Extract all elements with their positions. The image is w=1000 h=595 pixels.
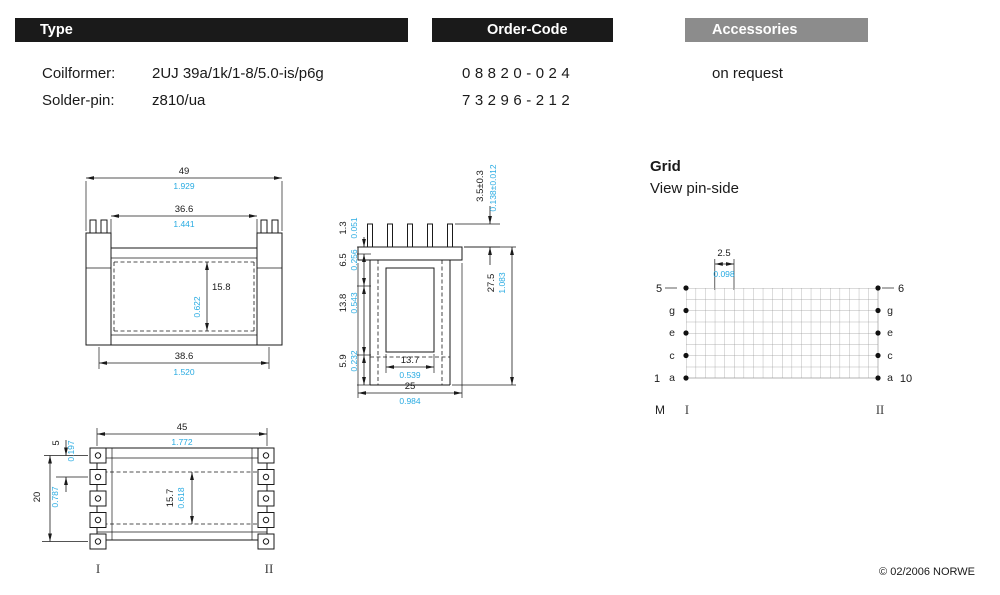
grid-row-letter-right-e: e <box>887 327 893 339</box>
order-code-header-bar: Order-Code <box>432 18 613 42</box>
dim-front-49-mm: 49 <box>179 166 190 177</box>
dim-side-pin-mm: 3.5±0.3 <box>475 170 486 202</box>
top-view-drawing: 45 1.772 <box>32 422 275 576</box>
grid-section-subtitle: View pin-side <box>650 180 739 197</box>
dim-side-25-in: 0.984 <box>399 396 421 406</box>
coilformer-order-code: 08820-024 <box>462 65 575 82</box>
dim-side-275-in: 1.083 <box>497 272 507 294</box>
grid-pitch-in: 0.098 <box>713 269 735 279</box>
grid-row-letter-left-e: e <box>669 327 675 339</box>
dim-top-157-in: 0.618 <box>176 487 186 509</box>
dim-front-366-mm: 36.6 <box>175 204 194 215</box>
dim-side-65-mm: 6.5 <box>338 253 349 266</box>
dim-side-25-mm: 25 <box>405 381 416 392</box>
grid-pin-10: 10 <box>900 373 912 385</box>
top-view-right-pins <box>257 447 275 550</box>
grid-area <box>686 288 878 378</box>
dim-side-137-mm: 13.7 <box>401 355 420 366</box>
dim-top-45-in: 1.772 <box>171 437 193 447</box>
dim-side-275-mm: 27.5 <box>486 274 497 293</box>
top-view-left-pins <box>89 447 107 550</box>
front-view-drawing: 49 1.929 36.6 1.441 <box>85 166 283 377</box>
grid-marker-section-2: II <box>876 403 884 417</box>
pin-grid-drawing: 2.5 0.098 5 1 6 10 g e c <box>654 248 912 417</box>
dim-top-20-in: 0.787 <box>50 486 60 508</box>
type-header-bar: Type <box>15 18 408 42</box>
top-view-section-2: II <box>265 561 274 576</box>
coilformer-label: Coilformer: <box>42 65 116 82</box>
grid-pin-6: 6 <box>898 283 904 295</box>
solder-pin-value: z810/ua <box>152 92 206 109</box>
dim-side-13-mm: 1.3 <box>338 221 349 234</box>
grid-section-title: Grid <box>650 158 681 175</box>
dim-top-5-mm: 5 <box>51 440 62 445</box>
dim-top-45-mm: 45 <box>177 422 188 433</box>
dim-front-49-in: 1.929 <box>173 181 195 191</box>
grid-row-letter-right-a: a <box>887 372 893 384</box>
grid-row-letter-right-c: c <box>887 350 892 362</box>
grid-row-letter-left-a: a <box>669 372 675 384</box>
order-code-header-label: Order-Code <box>487 22 568 38</box>
top-view-section-1: I <box>96 561 100 576</box>
dim-top-20-mm: 20 <box>32 492 43 503</box>
solder-pin-label: Solder-pin: <box>42 92 115 109</box>
grid-row-letter-right-g: g <box>887 305 893 317</box>
dim-side-pin-in: 0.138±0.012 <box>488 164 498 211</box>
solder-pin-order-code: 73296-212 <box>462 92 575 109</box>
side-view-drawing: 3.5±0.3 0.138±0.012 1.3 0.051 6.5 0.256 … <box>338 164 516 406</box>
accessories-header-bar: Accessories <box>685 18 868 42</box>
dim-front-158-mm: 15.8 <box>212 282 231 293</box>
grid-pitch-mm: 2.5 <box>717 248 730 259</box>
dim-side-137-in: 0.539 <box>399 370 421 380</box>
dim-side-59-mm: 5.9 <box>338 354 349 367</box>
dim-front-386-in: 1.520 <box>173 367 195 377</box>
type-header-label: Type <box>40 22 73 38</box>
grid-row-letter-left-c: c <box>669 350 674 362</box>
grid-marker-m: M <box>655 403 665 417</box>
dim-front-386-mm: 38.6 <box>175 351 194 362</box>
coilformer-value: 2UJ 39a/1k/1-8/5.0-is/p6g <box>152 65 324 82</box>
grid-pin-dots <box>683 285 881 381</box>
grid-pin-1: 1 <box>654 373 660 385</box>
grid-row-letter-left-g: g <box>669 305 675 317</box>
dim-side-59-in: 0.232 <box>349 350 359 372</box>
accessories-value: on request <box>712 65 783 82</box>
accessories-header-label: Accessories <box>712 22 798 38</box>
grid-marker-section-1: I <box>685 403 689 417</box>
dim-side-138-mm: 13.8 <box>338 294 349 313</box>
dim-top-5-in: 0.197 <box>66 440 76 462</box>
dim-front-158-in: 0.622 <box>192 296 202 318</box>
dim-side-138-in: 0.543 <box>349 292 359 314</box>
dim-side-65-in: 0.256 <box>349 249 359 271</box>
grid-pin-5: 5 <box>656 283 662 295</box>
dim-front-366-in: 1.441 <box>173 219 195 229</box>
dim-side-13-in: 0.051 <box>349 217 359 239</box>
dim-top-157-mm: 15.7 <box>165 489 176 508</box>
copyright-text: © 02/2006 NORWE <box>879 566 975 578</box>
